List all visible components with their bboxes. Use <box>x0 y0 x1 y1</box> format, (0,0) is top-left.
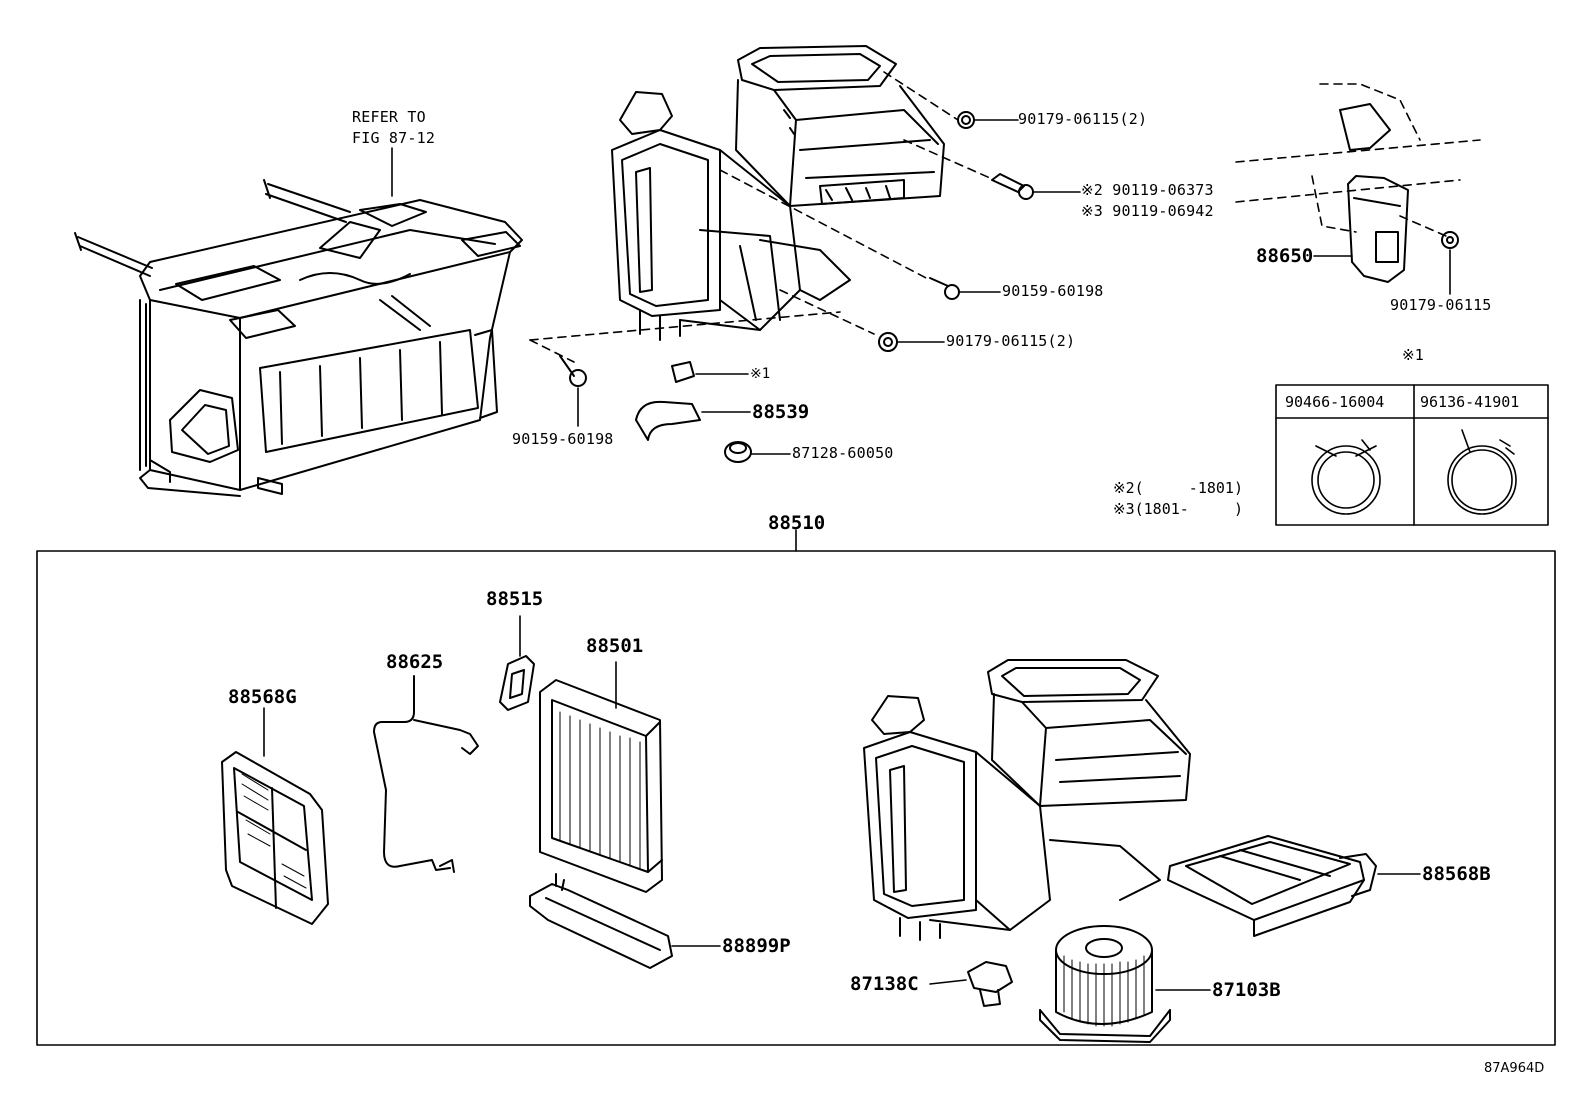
amplifier-bracket-drawing <box>1235 83 1481 295</box>
pan-88899P-drawing <box>529 873 721 969</box>
resistor-87138C-drawing <box>929 961 1013 1007</box>
label-90179-06115-2-lower: 90179-06115(2) <box>946 332 1076 350</box>
clamp-table-col1: 90466-16004 <box>1285 393 1385 411</box>
clamp-table-col2: 96136-41901 <box>1420 393 1520 411</box>
blower-87103B-drawing <box>1039 925 1211 1043</box>
refer-to-line1: REFER TO <box>352 108 426 126</box>
label-88568G: 88568G <box>228 686 297 708</box>
label-87128-60050: 87128-60050 <box>792 444 894 462</box>
label-88625: 88625 <box>386 651 444 673</box>
assembly-box <box>36 529 1556 1046</box>
upper-ac-unit-drawing <box>529 45 991 363</box>
diagram-id: 87A964D <box>1484 1061 1545 1076</box>
label-90119-06942: ※3 90119-06942 <box>1081 202 1214 220</box>
label-88568B: 88568B <box>1422 863 1491 885</box>
evaporator-88501-drawing <box>539 661 663 893</box>
clamp-table <box>1275 384 1549 526</box>
label-88510: 88510 <box>768 512 826 534</box>
clamp-table-title: ※1 <box>1402 346 1424 364</box>
label-88899P: 88899P <box>722 935 791 957</box>
lower-ac-unit-drawing <box>863 659 1191 941</box>
label-88539: 88539 <box>752 401 810 423</box>
heater-core-unit-drawing <box>74 147 523 497</box>
label-90179-06115: 90179-06115 <box>1390 296 1492 314</box>
valve-88515-drawing <box>499 615 535 711</box>
fasteners-upper <box>559 111 1081 463</box>
sensor-88625-drawing <box>373 675 479 873</box>
label-90159-60198-right: 90159-60198 <box>1002 282 1104 300</box>
filter-88568G-drawing <box>221 707 329 925</box>
refer-to-line2: FIG 87-12 <box>352 129 436 147</box>
label-87103B: 87103B <box>1212 979 1281 1001</box>
label-90119-06373: ※2 90119-06373 <box>1081 181 1214 199</box>
label-87138C: 87138C <box>850 973 919 995</box>
label-90179-06115-2-top: 90179-06115(2) <box>1018 110 1148 128</box>
note-3: ※3(1801- ) <box>1113 500 1243 518</box>
label-88515: 88515 <box>486 588 544 610</box>
label-note1-marker: ※1 <box>750 366 771 382</box>
note-2: ※2( -1801) <box>1113 479 1243 497</box>
label-88650: 88650 <box>1256 245 1314 267</box>
label-90159-60198-left: 90159-60198 <box>512 430 614 448</box>
label-88501: 88501 <box>586 635 644 657</box>
filter-88568B-drawing <box>1167 835 1421 937</box>
